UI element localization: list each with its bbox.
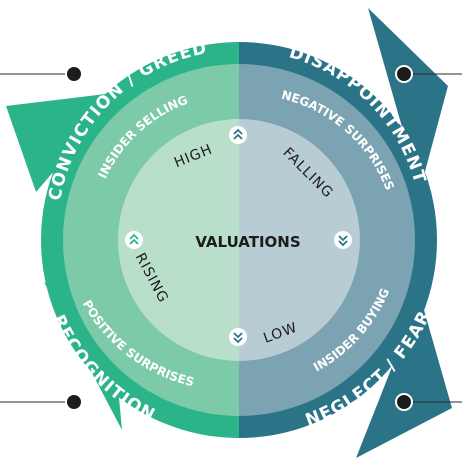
connector-top-left [0, 65, 83, 83]
chevron-double-down-icon [229, 328, 247, 346]
inner-disc-right [239, 119, 360, 361]
connector-top-right [395, 65, 462, 83]
arrow-head-top-left [6, 92, 122, 192]
center-title: VALUATIONS [195, 233, 300, 251]
connector-bottom-right [395, 393, 462, 411]
arrow-head-bottom-right [356, 296, 452, 458]
inner-disc-left [118, 119, 239, 361]
arrow-head-top-right [368, 8, 448, 190]
chevron-double-down-icon [334, 231, 352, 249]
connector-bottom-left [0, 393, 83, 411]
chevron-double-up-icon [125, 231, 143, 249]
chevron-double-up-icon [229, 126, 247, 144]
